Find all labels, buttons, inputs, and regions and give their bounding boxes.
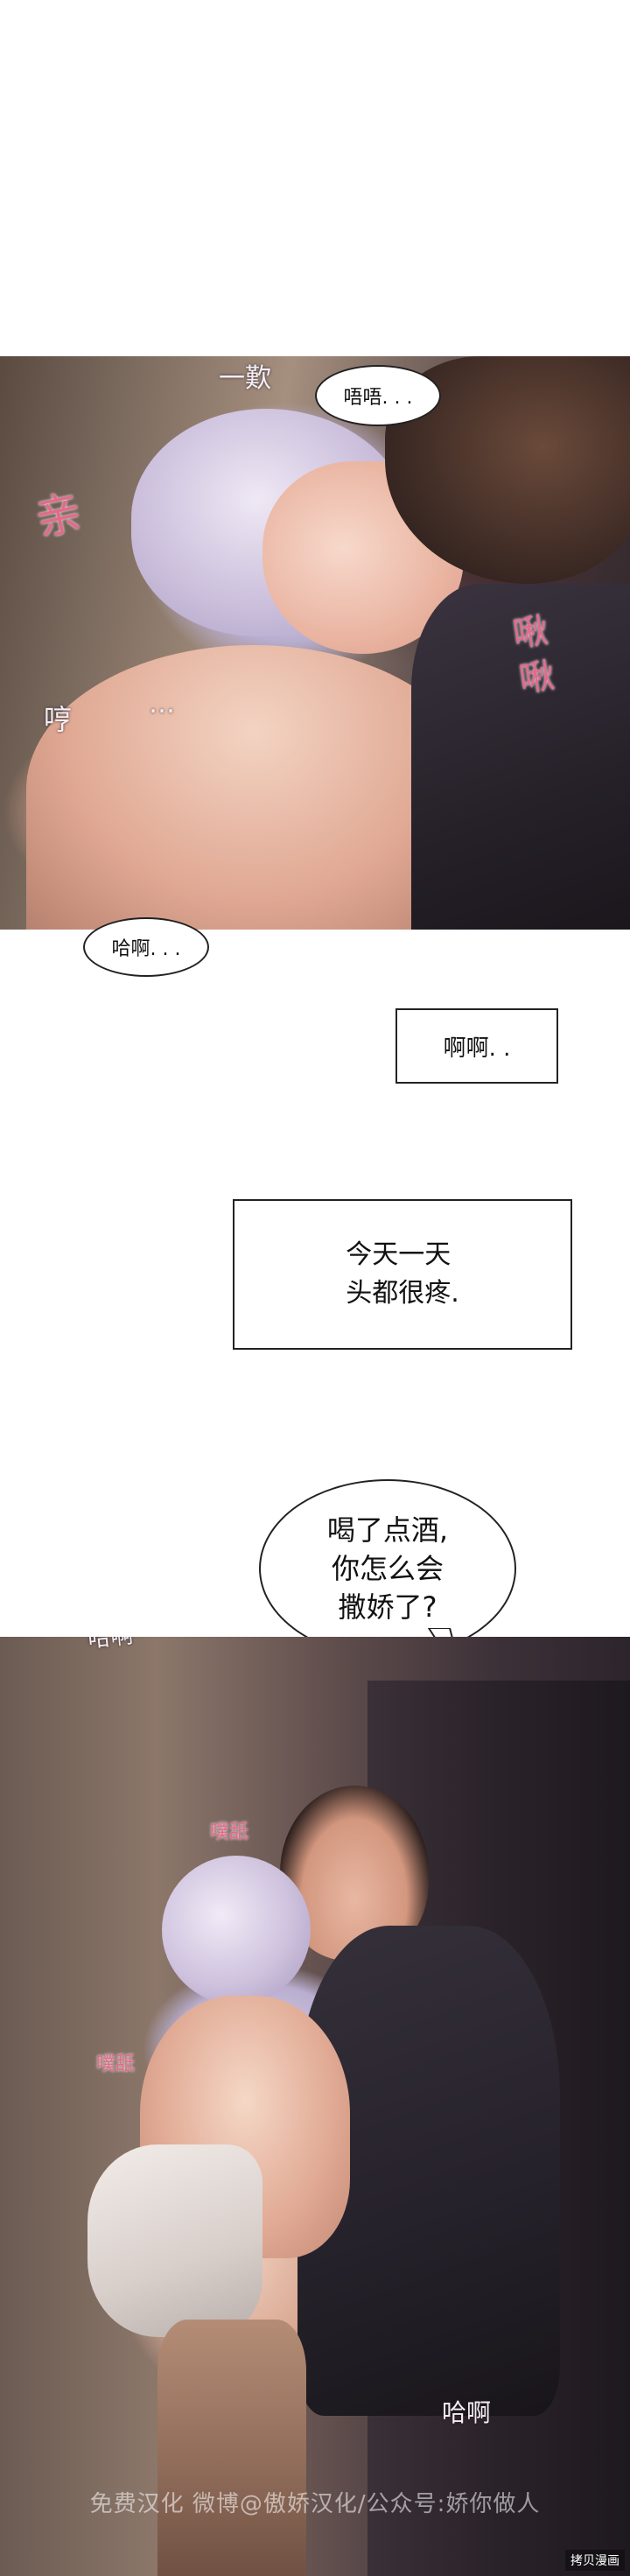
white-shirt [88,2144,262,2337]
speech-bubble-moan: 唔唔. . . [315,365,441,426]
speech-bubble-pant: 哈啊. . . [83,917,209,977]
character-shoulder [26,645,481,930]
sfx-dots: … [149,689,175,719]
sfx-whimper: 哼 [44,703,73,736]
watermark: 免费汉化 微博@傲娇汉化/公众号:娇你做人 [89,2491,541,2517]
corner-tag: 拷贝漫画 [565,2550,625,2571]
speech-bubble-question: 喝了点酒, 你怎么会 撒娇了? [259,1479,516,1658]
narration-box-headache: 今天一天 头都很疼. [233,1199,572,1350]
sfx-kiss: 亲 [31,486,87,547]
sfx-throb-top: 噗舐 [210,1821,249,1843]
sfx-throb-left: 噗舐 [96,2053,136,2075]
panel-embrace: 哈啊 噗舐 噗舐 哈啊 [0,1637,630,2576]
sfx-pant-top: 哈啊 [86,1637,135,1653]
narration-box-ah: 啊啊. . [396,1008,558,1084]
sfx-top: 一歎 [219,363,271,394]
character-silver-hair-head [162,1856,311,2004]
dark-jacket [411,584,630,930]
brown-pants [158,2320,306,2576]
panel-kiss-closeup: 唔唔. . . 一歎 亲 啾 啾 哼 … [0,356,630,930]
sfx-pant-bottom: 哈啊 [442,2398,492,2427]
